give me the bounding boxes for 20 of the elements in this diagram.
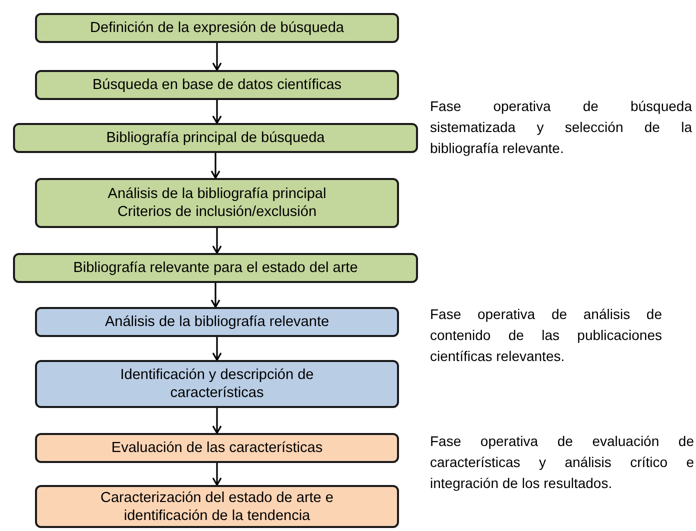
process-box: Definición de la expresión de búsqueda <box>35 13 399 43</box>
phase-note: Fase operativa de análisis de contenido de las publicaciones científicas relevantes. <box>430 305 662 366</box>
arrow <box>212 408 222 434</box>
process-box: Caracterización del estado de arte e identificación de la tendencia <box>35 485 399 528</box>
arrow <box>210 283 220 308</box>
arrow <box>212 228 222 254</box>
process-box: Identificación y descripción de características <box>35 360 399 408</box>
process-box: Evaluación de las características <box>35 433 399 463</box>
arrow <box>212 100 222 124</box>
process-box: Bibliografía principal de búsqueda <box>13 123 418 153</box>
arrow <box>212 43 222 71</box>
process-box: Análisis de la bibliografía principal Criterios de inclusión/exclusión <box>35 178 399 228</box>
phase-note: Fase operativa de búsqueda sistematizada y selección de la bibliografía relevante. <box>430 97 692 158</box>
phase-note: Fase operativa de evaluación de características y análisis crítico e integración de los resultados. <box>430 432 694 493</box>
arrow <box>212 463 222 486</box>
process-box: Análisis de la bibliografía relevante <box>35 307 399 337</box>
process-box: Búsqueda en base de datos científicas <box>35 70 399 100</box>
arrow <box>212 337 222 361</box>
process-box: Bibliografía relevante para el estado del arte <box>13 253 418 283</box>
arrow <box>210 153 220 179</box>
